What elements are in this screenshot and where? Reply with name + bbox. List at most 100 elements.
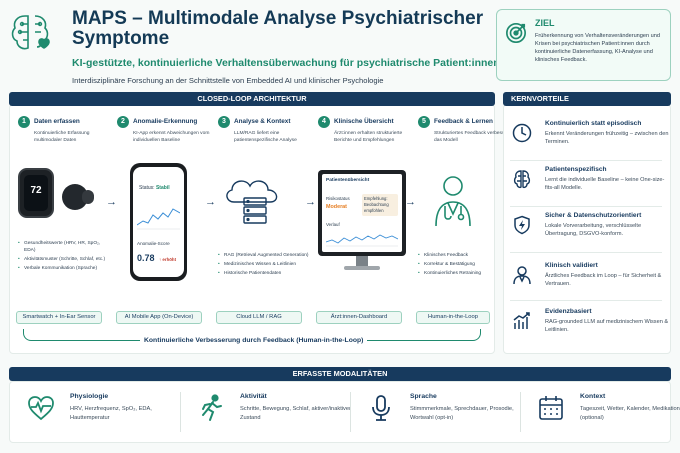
brain-logo-icon (11, 15, 50, 50)
benefit-title: Patientenspezifisch (545, 166, 607, 173)
arrow-icon: → (305, 196, 316, 208)
modality-text: Stimmmerkmale, Sprechdauer, Prosodie, Wo… (410, 406, 514, 421)
modality-item: Sprache Stimmmerkmale, Sprechdauer, Pros… (366, 389, 526, 435)
modality-item: Physiologie HRV, Herzfrequenz, SpO₂, EDA… (26, 389, 186, 435)
step-4-pill: Ärzt:innen-Dashboard (316, 311, 402, 324)
step-description: KI-App erkennt Abweichungen vom individu… (133, 131, 210, 143)
benefit-text: RAG-grounded LLM auf medizinischem Wisse… (545, 319, 669, 333)
modalities-banner: ERFASSTE MODALITÄTEN (9, 367, 671, 381)
step-3-pill: Cloud LLM / RAG (216, 311, 302, 324)
list-item: Gesundheitswerte (HRV, HR, SpO₂, EDA) (18, 240, 110, 254)
page-subtitle: KI-gestützte, kontinuierliche Verhaltens… (72, 57, 500, 69)
step-description: LLM/RAG liefert eine patientenspezifisch… (234, 131, 297, 143)
list-item: RAG (Retrieval Augmented Generation) (218, 252, 310, 259)
benefit-item: Evidenzbasiert RAG-grounded LLM auf medi… (510, 308, 670, 352)
modality-item: Aktivität Schritte, Bewegung, Schlaf, ak… (196, 389, 356, 435)
goal-box: ZIEL Früherkennung von Verhaltensverände… (496, 9, 671, 81)
benefit-item: Patientenspezifisch Lernt die individuel… (510, 166, 670, 210)
arrow-icon: → (106, 196, 117, 208)
benefit-title: Evidenzbasiert (545, 308, 592, 315)
anomaly-score-tag: ↑ erhöht (159, 257, 177, 262)
step-number: 5 (418, 116, 430, 128)
step-description: Ärzt:innen erhalten strukturierte Berich… (334, 131, 403, 143)
modality-text: Tageszeit, Wetter, Kalender, Medikation … (580, 406, 680, 421)
benefit-title: Sicher & Datenschutzorientiert (545, 212, 642, 219)
recommendation-text: Empfehlung: Beobachtung empfohlen (362, 194, 398, 216)
divider (180, 392, 181, 432)
benefit-item: Klinisch validiert Ärztliches Feedback i… (510, 262, 670, 306)
anomaly-score-label: Anomalie-Score (137, 241, 170, 246)
divider (520, 392, 521, 432)
step-1-pill: Smartwatch + In-Ear Sensor (16, 311, 102, 324)
monitor-stand (356, 256, 368, 266)
step-title: Daten erfassen (34, 118, 80, 125)
phone-trend-chart (137, 208, 180, 230)
divider (510, 252, 662, 253)
modalities-panel (9, 381, 671, 443)
page-tagline: Interdisziplinäre Forschung an der Schni… (72, 76, 384, 85)
list-item: Medizinisches Wissen & Leitlinien (218, 261, 310, 268)
running-icon (202, 394, 222, 421)
step-number: 1 (18, 116, 30, 128)
heart-icon (28, 396, 54, 421)
step-3-list: RAG (Retrieval Augmented Generation) Med… (218, 252, 310, 279)
kernvorteile-panel (503, 104, 671, 354)
step-number: 4 (318, 116, 330, 128)
divider (510, 300, 662, 301)
list-item: Korrektur & Bestätigung (418, 261, 510, 268)
divider (510, 206, 662, 207)
watch-heart-rate: 72 (30, 185, 42, 196)
calendar-icon (539, 396, 563, 420)
list-item: Kontinuierliches Retraining (418, 270, 510, 277)
modality-title: Physiologie (70, 393, 109, 400)
arrow-icon: → (205, 196, 216, 208)
doctor-icon (513, 266, 531, 285)
smartwatch-image: 72 (18, 168, 54, 218)
target-icon (506, 23, 526, 43)
step-number: 2 (117, 116, 129, 128)
chart-icon (513, 312, 530, 329)
benefit-item: Kontinuierlich statt episodisch Erkennt … (510, 120, 670, 164)
dashboard-trend-chart (326, 234, 398, 247)
kernvorteile-banner: KERNVORTEILE (503, 92, 671, 106)
list-item: Verbale Kommunikation (Sprache) (18, 265, 110, 272)
step-title: Klinische Übersicht (334, 118, 394, 125)
list-item: Historische Patientendaten (218, 270, 310, 277)
shield-icon (514, 215, 530, 235)
brain-icon (513, 170, 531, 189)
modality-text: HRV, Herzfrequenz, SpO₂, EDA, Hauttemper… (70, 406, 152, 421)
clock-icon (512, 123, 532, 143)
step-5-list: Klinisches Feedback Korrektur & Bestätig… (418, 252, 510, 279)
dashboard-title: Patientenübersicht (326, 178, 370, 183)
feedback-loop-label: Kontinuierliche Verbesserung durch Feedb… (140, 337, 368, 344)
benefit-title: Kontinuierlich statt episodisch (545, 120, 642, 127)
modality-title: Kontext (580, 393, 606, 400)
benefit-text: Lernt die individuelle Baseline – keine … (545, 177, 665, 191)
risk-label: Risikostatus (326, 196, 350, 201)
benefit-item: Sicher & Datenschutzorientiert Lokale Vo… (510, 212, 670, 256)
divider (350, 392, 351, 432)
list-item: Klinisches Feedback (418, 252, 510, 259)
cloud-server-icon (226, 180, 278, 224)
list-item: Aktivitätsmuster (Schritte, Schlaf, etc.… (18, 256, 110, 263)
step-title: Feedback & Lernen (434, 118, 493, 125)
dashboard-monitor-image: Patientenübersicht Risikostatus Moderat … (318, 170, 406, 272)
architecture-banner: CLOSED-LOOP ARCHITEKTUR (9, 92, 495, 106)
page-title: MAPS – Multimodale Analyse Psychiatrisch… (72, 8, 484, 49)
step-2-pill: AI Mobile App (On-Device) (116, 311, 202, 324)
step-1-list: Gesundheitswerte (HRV, HR, SpO₂, EDA) Ak… (18, 240, 110, 274)
microphone-icon (372, 395, 390, 421)
phone-status: Status: Stabil (139, 185, 170, 191)
monitor-base (344, 266, 380, 270)
arrow-icon: → (405, 196, 416, 208)
benefit-text: Lokale Vorverarbeitung, verschlüsselte Ü… (545, 223, 642, 237)
step-number: 3 (218, 116, 230, 128)
risk-value: Moderat (326, 204, 347, 210)
step-description: Kontinuierliche Erfassung multimodaler D… (34, 131, 90, 143)
modality-item: Kontext Tageszeit, Wetter, Kalender, Med… (536, 389, 680, 435)
modality-text: Schritte, Bewegung, Schlaf, aktiver/inak… (240, 406, 351, 421)
step-title: Analyse & Kontext (234, 118, 291, 125)
mobile-app-image: Status: Stabil Anomalie-Score 0.78 ↑ erh… (130, 163, 187, 281)
earbud-tip (82, 190, 94, 204)
step-description: Strukturiertes Feedback verbessert das M… (434, 131, 511, 143)
